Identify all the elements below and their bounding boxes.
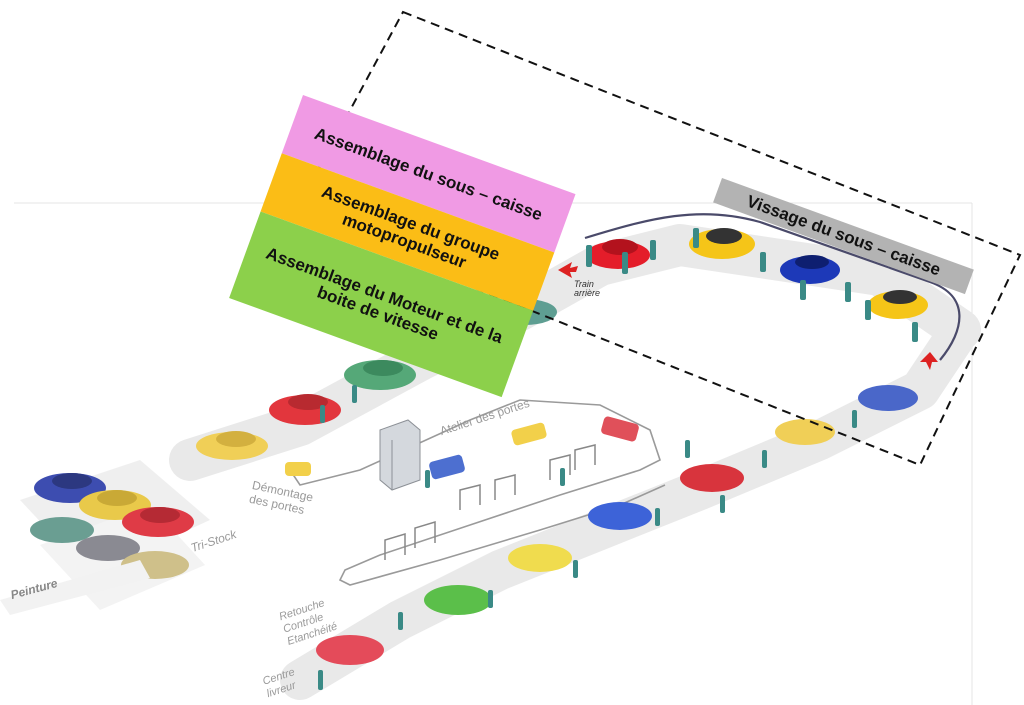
yellow-door-part-2	[285, 462, 311, 476]
car-yellow-top-2	[868, 290, 928, 319]
yellow-door-part	[511, 422, 547, 446]
car-red-top	[586, 239, 650, 269]
car-red-return	[680, 464, 744, 492]
door-workshop-loop	[289, 399, 666, 586]
car-green-1	[344, 360, 416, 390]
highlight-dashed-region	[291, 10, 1022, 467]
arrow-down-icon	[920, 352, 938, 370]
door-hangers	[384, 444, 596, 560]
car-yellow-top	[689, 228, 755, 259]
car-yellow-return-2	[508, 544, 572, 572]
car-teal-stock	[30, 517, 94, 543]
car-yellow-1	[196, 431, 268, 460]
overhead-rail	[584, 213, 961, 361]
car-blue-top	[780, 255, 840, 284]
workers	[318, 228, 918, 690]
car-green-return	[424, 585, 492, 615]
door-storage-rack	[379, 419, 421, 491]
car-red-return-2	[316, 635, 384, 665]
blue-door-part	[429, 454, 465, 480]
arrow-left-icon	[558, 262, 578, 278]
car-yellow-return	[775, 419, 835, 445]
peinture-arrow	[0, 560, 150, 615]
car-red-stock	[122, 507, 194, 537]
car-gray-stock	[76, 535, 140, 561]
red-door-part	[601, 416, 639, 442]
label-train-arriere: Train arrière	[574, 279, 601, 298]
car-blue-return-2	[588, 502, 652, 530]
car-blue-return	[858, 385, 918, 411]
